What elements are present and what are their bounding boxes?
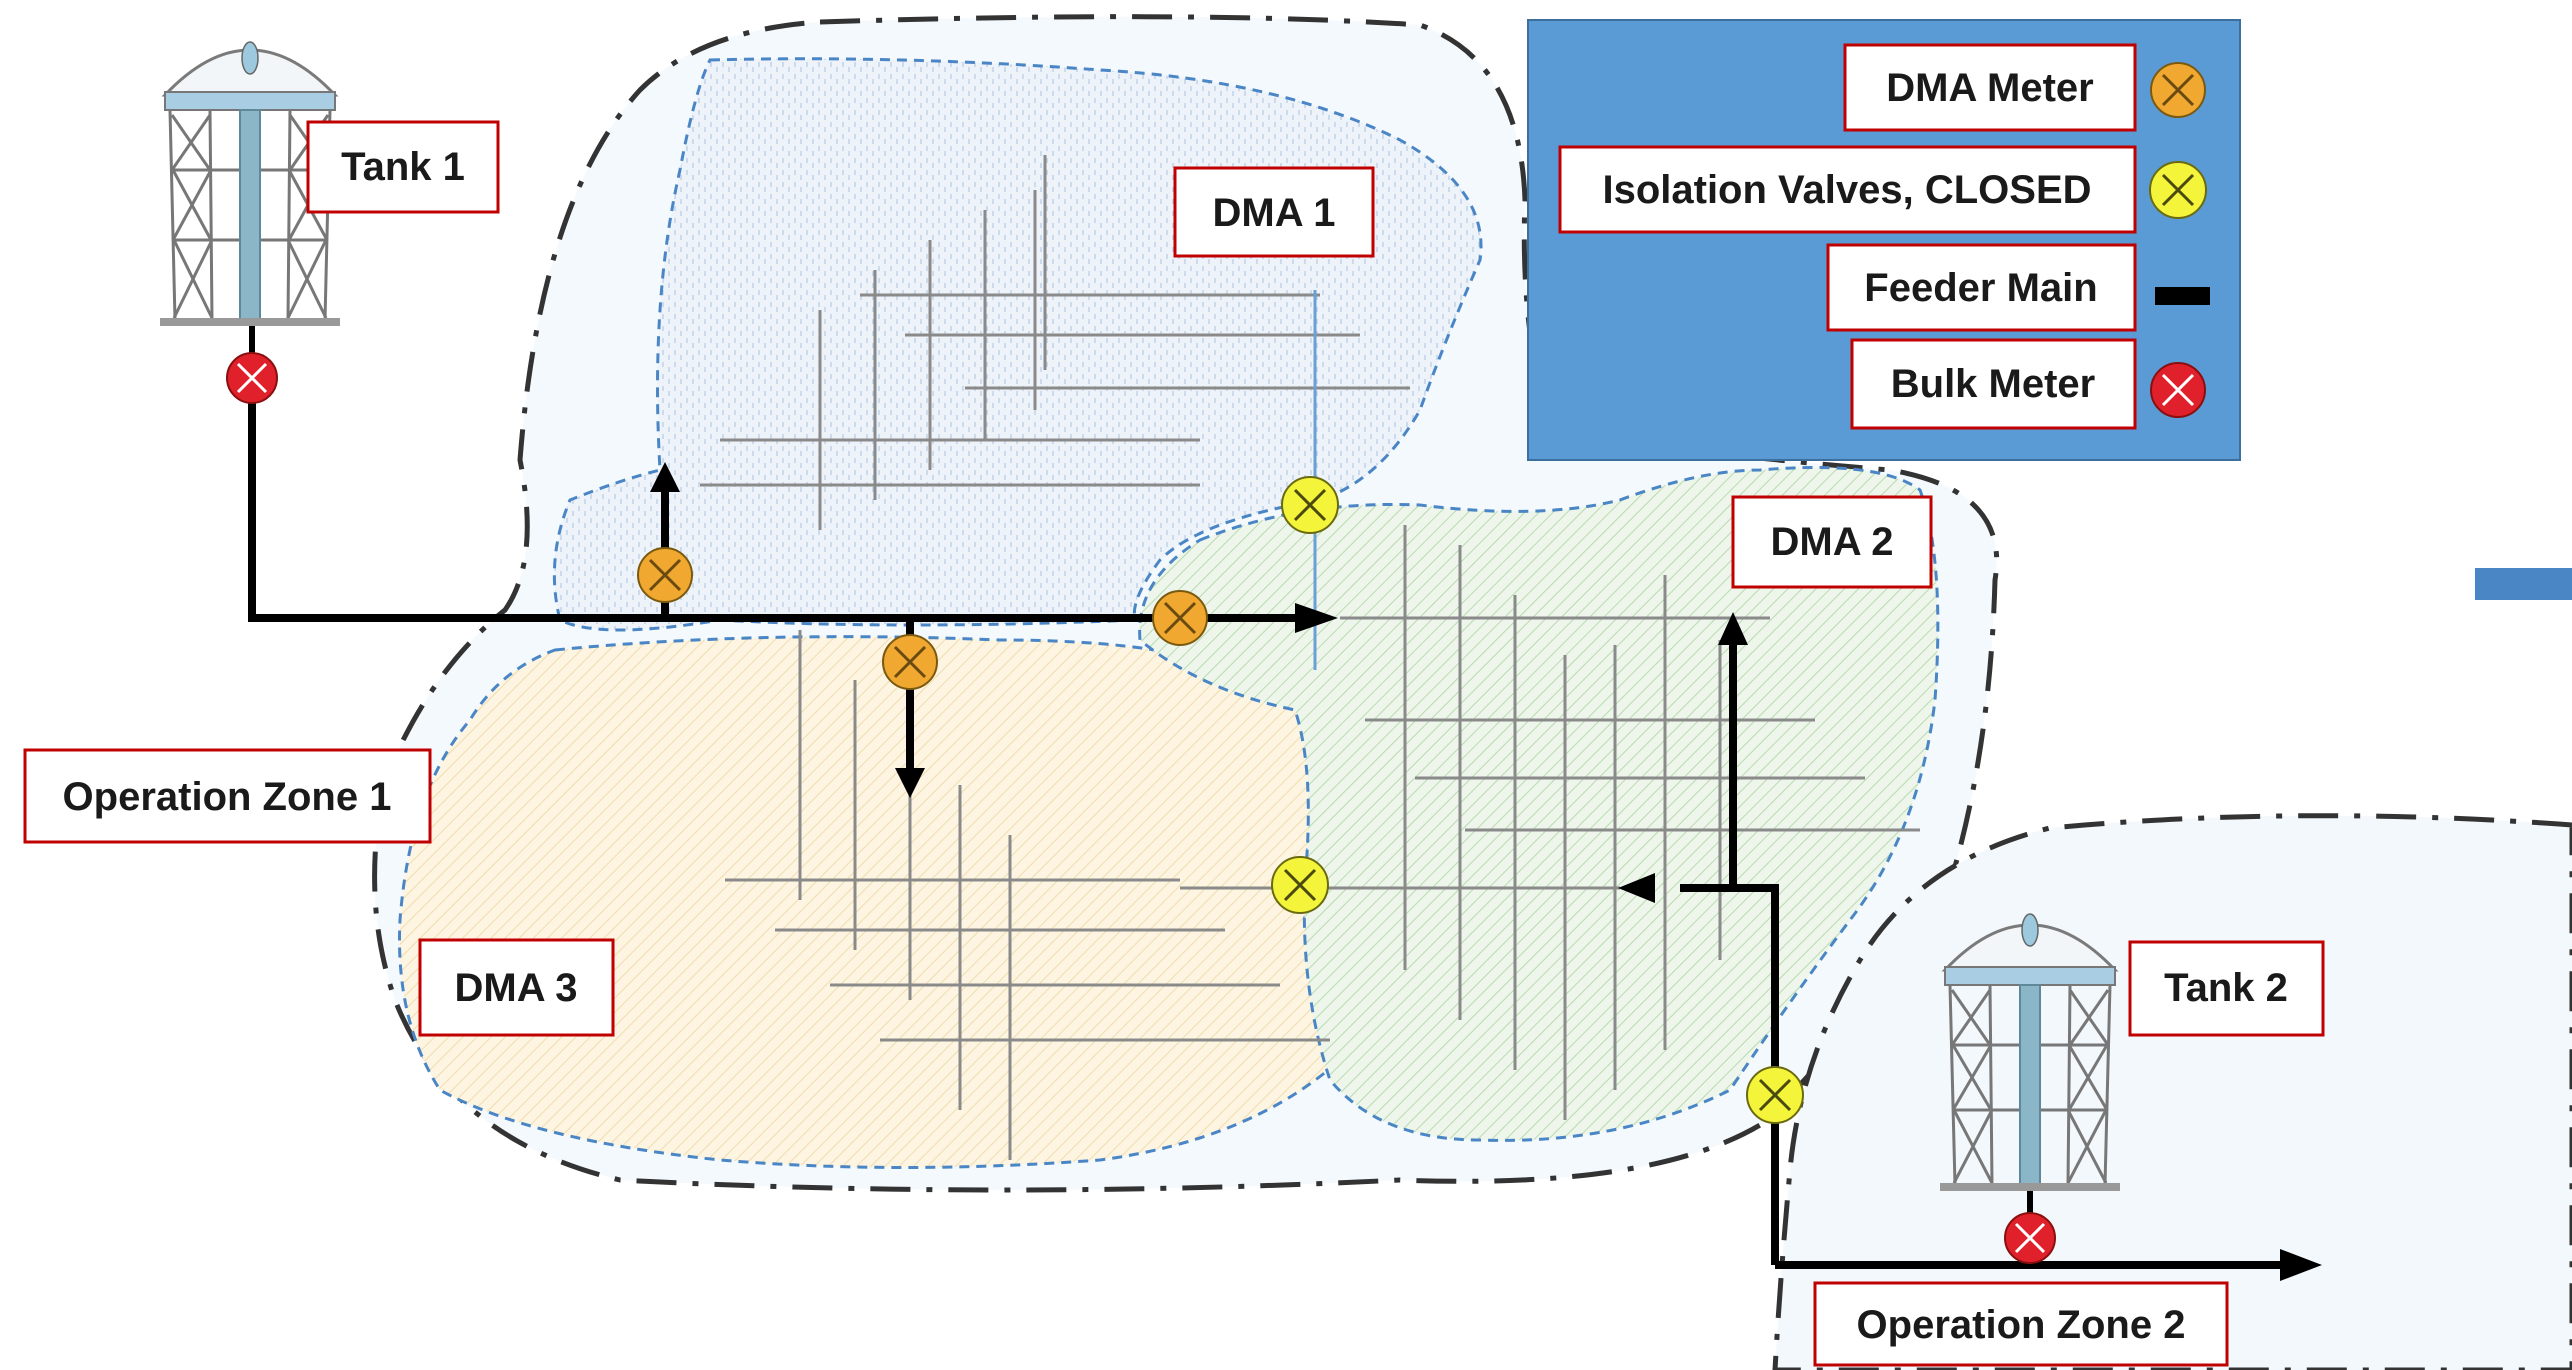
svg-text:DMA 3: DMA 3	[455, 966, 578, 1010]
bulk-meter-tank-1	[226, 352, 278, 404]
dma-meter-dma2	[1152, 590, 1208, 646]
svg-text:DMA 1: DMA 1	[1213, 191, 1336, 235]
partial-arrow-right	[2475, 568, 2572, 600]
flow-arrowheads	[650, 462, 2322, 1281]
feeder-mains	[248, 378, 2280, 1269]
water-tank-2-icon	[1940, 913, 2120, 1191]
label-tank-2: Tank 2	[2128, 940, 2325, 1037]
dma-3-region	[398, 635, 1342, 1169]
legend-label-feeder-main: Feeder Main	[1864, 266, 2097, 310]
svg-text:Operation Zone 2: Operation Zone 2	[1857, 1303, 2186, 1347]
label-dma-2: DMA 2	[1731, 495, 1933, 589]
legend: DMA Meter Isolation Valves, CLOSED Feede…	[1527, 19, 2241, 461]
label-operation-zone-2: Operation Zone 2	[1813, 1281, 2229, 1367]
legend-label-isolation-valve: Isolation Valves, CLOSED	[1602, 168, 2091, 212]
bulk-meter-tank-2	[2004, 1212, 2056, 1264]
dma-meter-icon	[2150, 62, 2206, 118]
isolation-valve-dma1-dma2	[1281, 476, 1339, 534]
feeder-main-icon	[2155, 287, 2210, 305]
isolation-valve-zone2	[1746, 1066, 1804, 1124]
svg-text:Operation Zone 1: Operation Zone 1	[63, 775, 392, 819]
isolation-valve-dma2-dma3	[1271, 856, 1329, 914]
label-operation-zone-1: Operation Zone 1	[23, 748, 432, 844]
label-tank-1: Tank 1	[306, 120, 500, 214]
bulk-meter-icon	[2150, 362, 2206, 418]
legend-item-bulk-meter: Bulk Meter	[1850, 338, 2206, 430]
isolation-valve-icon	[2149, 161, 2207, 219]
water-tank-1-icon	[160, 41, 340, 326]
label-dma-1: DMA 1	[1173, 166, 1375, 258]
legend-label-dma-meter: DMA Meter	[1886, 66, 2093, 110]
svg-text:Tank 1: Tank 1	[341, 145, 465, 189]
dma-meter-dma1-west	[637, 547, 693, 603]
svg-text:DMA 2: DMA 2	[1771, 520, 1894, 564]
label-dma-3: DMA 3	[418, 938, 615, 1037]
svg-text:Tank 2: Tank 2	[2164, 966, 2288, 1010]
legend-label-bulk-meter: Bulk Meter	[1891, 362, 2096, 406]
legend-item-feeder-main: Feeder Main	[1826, 243, 2210, 332]
distribution-pipes	[700, 155, 1920, 1160]
legend-item-isolation-valve: Isolation Valves, CLOSED	[1558, 145, 2207, 234]
dma-meter-dma3	[882, 634, 938, 690]
legend-item-dma-meter: DMA Meter	[1843, 43, 2206, 132]
